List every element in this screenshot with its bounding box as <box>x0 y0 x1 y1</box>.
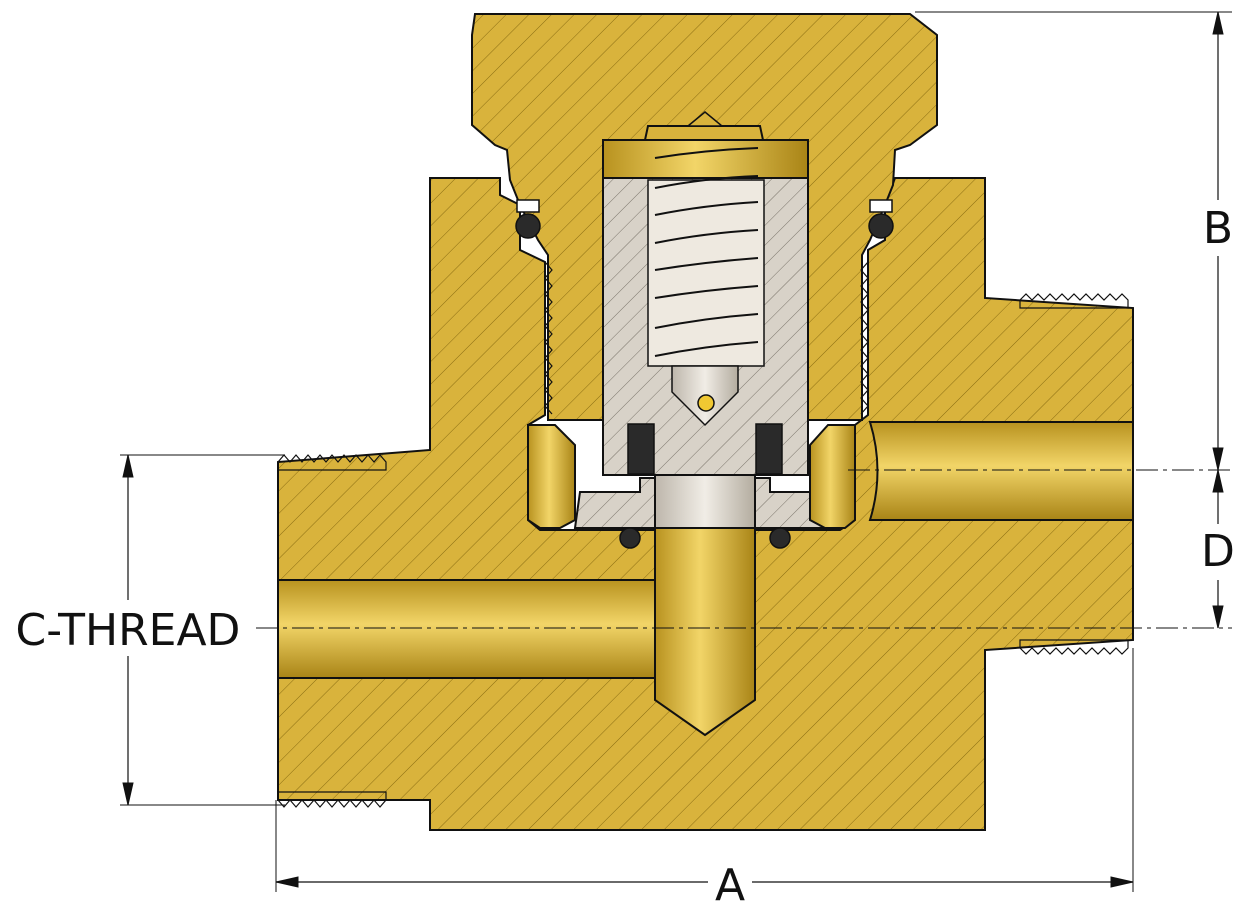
dimension-label-c-thread: C-THREAD <box>16 605 241 656</box>
label-d-mask <box>1196 524 1240 580</box>
left-thread <box>277 454 387 808</box>
spring <box>654 147 759 357</box>
dimension-label-a: A <box>715 860 745 911</box>
seat-insert <box>573 474 837 529</box>
seals <box>515 199 894 549</box>
poppet-cartridge <box>602 111 809 476</box>
gland-pieces <box>527 424 856 529</box>
right-thread <box>1019 293 1129 655</box>
dimension-lines <box>120 11 1232 892</box>
inlet-bore <box>277 579 702 679</box>
outlet-bore <box>868 421 1134 521</box>
dimension-label-d: D <box>1201 526 1235 577</box>
dimension-label-b: B <box>1203 203 1233 254</box>
label-c-mask <box>4 600 254 656</box>
label-b-mask <box>1196 200 1240 256</box>
bonnet-thread <box>544 261 869 415</box>
